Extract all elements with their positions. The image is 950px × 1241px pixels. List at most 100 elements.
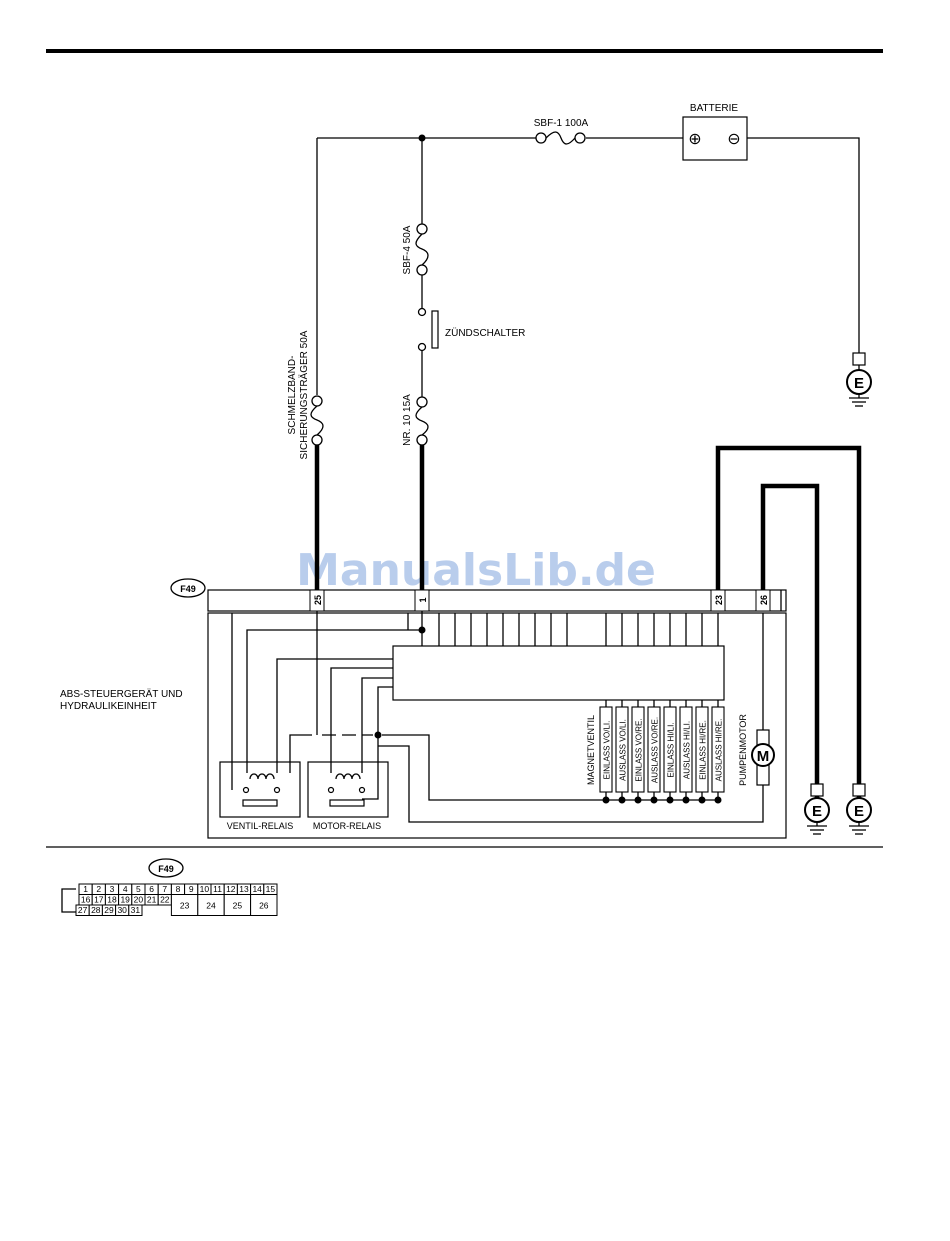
pin-1: 1 <box>414 589 430 612</box>
svg-text:8: 8 <box>176 884 181 894</box>
pin-cell: 18 <box>104 894 120 906</box>
pin-cell: 2 <box>91 883 106 895</box>
motor-relay-output-wire <box>362 686 393 800</box>
ground-pin26-icon: E <box>804 783 830 835</box>
fuse-sbf4 <box>415 223 429 276</box>
pin-cell: 22 <box>157 894 172 906</box>
svg-text:12: 12 <box>226 884 236 894</box>
solenoid-valve-label: EINLASS HI/RE. <box>699 720 708 780</box>
connector-f49-badge: F49 <box>170 578 206 598</box>
fusible-link-label-2: SICHERUNGSTRÄGER 50A <box>298 330 310 459</box>
pin-cell: 31 <box>128 904 143 916</box>
svg-text:F49: F49 <box>158 864 174 874</box>
pin-cell: 14 <box>250 883 265 895</box>
solenoid-valve: EINLASS VO/LI. <box>599 700 613 804</box>
pin-cell: 12 <box>223 883 238 895</box>
pin-cell: 4 <box>118 883 133 895</box>
svg-text:6: 6 <box>149 884 154 894</box>
pin-cell: 25 <box>223 894 252 916</box>
svg-text:25: 25 <box>233 901 243 911</box>
fuse-nr10 <box>415 396 429 446</box>
ground-battery-icon: E <box>846 352 872 407</box>
svg-text:30: 30 <box>117 905 127 915</box>
battery-minus-icon: ⊖ <box>727 131 740 148</box>
battery: ⊕ ⊖ <box>682 116 748 161</box>
svg-text:E: E <box>854 803 864 820</box>
svg-text:4: 4 <box>123 884 128 894</box>
connector-f49-bar <box>207 589 787 612</box>
svg-text:13: 13 <box>239 884 249 894</box>
pin-cell: 26 <box>250 894 278 916</box>
svg-text:10: 10 <box>200 884 210 894</box>
fuse-sbf1-label: SBF-1 100A <box>534 118 589 129</box>
pin-cell: 10 <box>197 883 212 895</box>
fuse-sbf4-label: SBF-4 50A <box>402 225 413 274</box>
svg-text:1: 1 <box>83 884 88 894</box>
module-bus-lines <box>407 613 719 646</box>
fuse-sbf1 <box>535 131 586 145</box>
valve-relay-control-wire <box>276 658 393 773</box>
pin-cell: 23 <box>170 894 199 916</box>
pin26-ground-wire <box>760 483 820 806</box>
pin-23: 23 <box>710 589 726 612</box>
abs-unit-box <box>207 612 787 839</box>
svg-text:3: 3 <box>110 884 115 894</box>
valve-relay-feed-wire <box>246 629 422 773</box>
pin-25: 25 <box>309 589 325 612</box>
solenoid-valve: EINLASS HI/LI. <box>663 700 677 804</box>
svg-text:19: 19 <box>120 895 130 905</box>
svg-text:E: E <box>854 375 864 392</box>
solenoid-valve: EINLASS HI/RE. <box>695 700 709 804</box>
svg-text:17: 17 <box>94 895 104 905</box>
connector-f49-badge-bottom: F49 <box>148 858 184 878</box>
fuse-nr10-label: NR. 10 15A <box>402 394 413 446</box>
motor-relay <box>307 761 389 818</box>
ground-pin23-icon: E <box>846 783 872 835</box>
pin-cell: 21 <box>144 894 159 906</box>
pin-cell: 1 <box>78 883 93 895</box>
ignition-switch <box>417 307 439 352</box>
pin-cell: 29 <box>101 904 117 916</box>
svg-text:23: 23 <box>180 901 190 911</box>
solenoid-valve: AUSLASS VO/RE. <box>647 700 661 804</box>
svg-text:11: 11 <box>213 884 222 894</box>
battery-label: BATTERIE <box>690 103 738 114</box>
pin23-ground-wire <box>715 445 862 806</box>
svg-text:2: 2 <box>96 884 101 894</box>
control-module <box>392 645 725 701</box>
solenoid-valve-label: AUSLASS HI/LI. <box>683 721 692 779</box>
solenoid-valve-label: AUSLASS VO/LI. <box>619 719 628 781</box>
solenoid-valve-label: AUSLASS HI/RE. <box>715 719 724 782</box>
abs-unit-label-1: ABS-STEUERGERÄT UND <box>60 688 183 700</box>
solenoid-valve-label: AUSLASS VO/RE. <box>651 717 660 783</box>
pin-cell: 13 <box>236 883 252 895</box>
pin-cell: 20 <box>131 894 146 906</box>
svg-text:29: 29 <box>104 905 114 915</box>
pin-cell: 3 <box>104 883 120 895</box>
motor-relay-feed-wire <box>330 667 393 773</box>
abs-unit-label-2: HYDRAULIKEINHEIT <box>60 701 157 712</box>
valve-common-wire <box>382 734 600 801</box>
ignition-label: ZÜNDSCHALTER <box>445 327 525 339</box>
svg-text:14: 14 <box>252 884 262 894</box>
battery-plus-icon: ⊕ <box>688 131 701 148</box>
svg-text:E: E <box>812 803 822 820</box>
pin-cell: 7 <box>157 883 172 895</box>
svg-text:9: 9 <box>189 884 194 894</box>
solenoid-valve-label: EINLASS HI/LI. <box>667 722 676 777</box>
junction-dot <box>374 731 382 739</box>
pump-motor: M <box>751 729 775 786</box>
svg-text:1: 1 <box>418 597 428 602</box>
solenoid-valve: EINLASS VO/RE. <box>631 700 645 804</box>
watermark: ManualsLib.de <box>296 545 656 596</box>
svg-text:18: 18 <box>107 895 117 905</box>
relay-output-wire <box>289 734 312 773</box>
pump-label: PUMPENMOTOR <box>738 714 748 786</box>
motor-relay-control-wire <box>361 677 393 773</box>
pin-26: 26 <box>755 589 771 612</box>
valve-relay-label: VENTIL-RELAIS <box>227 821 294 831</box>
svg-text:26: 26 <box>759 595 769 605</box>
pin-cell: 19 <box>118 894 133 906</box>
